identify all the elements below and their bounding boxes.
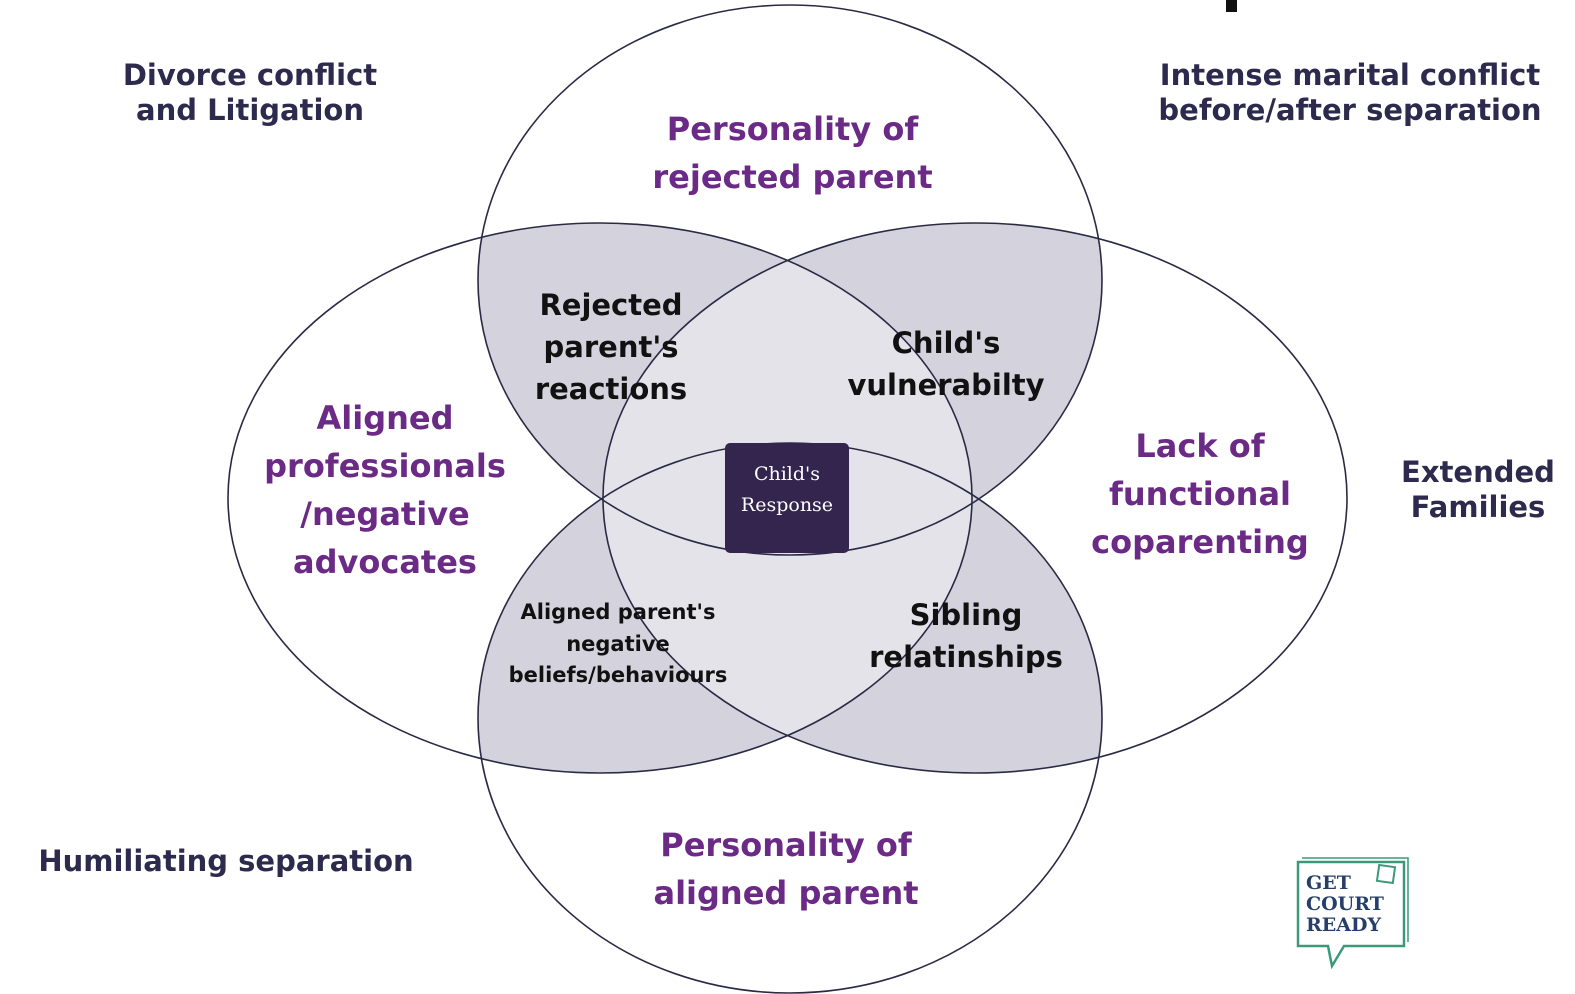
overlap-label-bottom-right: Sibling relatinships: [869, 598, 1063, 675]
circle-left: [227, 222, 973, 774]
logo-speech-bubble-icon: [1296, 857, 1409, 970]
overlap-label-bottom-left: Aligned parent's negative beliefs/behavi…: [508, 600, 728, 687]
outer-factor-bottom-left: Humiliating separation: [38, 844, 414, 878]
overlap-label-top-right: Child's vulnerabilty: [847, 326, 1045, 403]
center-box: [725, 443, 849, 553]
center-label: Child's Response: [740, 463, 834, 517]
circle-top: [477, 4, 1103, 556]
outer-factor-top-left: Divorce conflict and Litigation: [122, 58, 378, 128]
overlap-label-top-left: Rejected parent's reactions: [534, 288, 688, 407]
circle-label-bottom: Personality of aligned parent: [653, 826, 919, 912]
logo-text-court: COURT: [1306, 893, 1384, 915]
get-court-ready-logo: GET COURT READY: [1286, 848, 1426, 978]
circle-label-top: Personality of rejected parent: [652, 110, 933, 196]
circle-label-left: Aligned professionals /negative advocate…: [264, 399, 506, 581]
logo-text-get: GET: [1306, 872, 1351, 894]
logo-text-ready: READY: [1306, 914, 1382, 936]
outer-factor-right: Extended Families: [1401, 455, 1555, 525]
circle-label-right: Lack of functional coparenting: [1091, 427, 1309, 561]
circle-outlines: [227, 4, 1348, 994]
cropped-glyph-fragment: [1226, 0, 1237, 12]
outer-factor-top-right: Intense marital conflict before/after se…: [1158, 58, 1542, 128]
